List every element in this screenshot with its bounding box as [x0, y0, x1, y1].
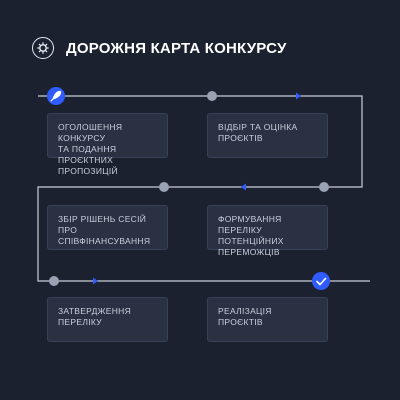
page-title: ДОРОЖНЯ КАРТА КОНКУРСУ: [66, 39, 287, 57]
step-label: ФОРМУВАННЯ ПЕРЕЛІКУ ПОТЕНЦІЙНИХ ПЕРЕМОЖЦ…: [218, 214, 284, 257]
step-label: ОГОЛОШЕННЯ КОНКУРСУ ТА ПОДАННЯ ПРОЄКТНИХ…: [58, 122, 123, 176]
step-label: ВІДБІР ТА ОЦІНКА ПРОЄКТІВ: [218, 122, 298, 143]
arrow-marker: [93, 277, 98, 285]
checkmark-icon: [312, 272, 330, 290]
rocket-icon: [47, 87, 65, 105]
step-label: РЕАЛІЗАЦІЯ ПРОЄКТІВ: [218, 306, 272, 327]
step-card-3: ЗБІР РІШЕНЬ СЕСІЙ ПРО СПІВФІНАНСУВАННЯ: [47, 205, 168, 250]
step-label: ЗАТВЕРДЖЕННЯ ПЕРЕЛІКУ: [58, 306, 132, 327]
step-card-6: РЕАЛІЗАЦІЯ ПРОЄКТІВ: [207, 297, 328, 342]
step-label: ЗБІР РІШЕНЬ СЕСІЙ ПРО СПІВФІНАНСУВАННЯ: [58, 214, 151, 246]
milestone-dot: [207, 91, 217, 101]
arrow-marker: [241, 183, 246, 191]
milestone-dot: [159, 182, 169, 192]
gear-icon: [32, 37, 54, 59]
milestone-dot: [49, 276, 59, 286]
step-card-4: ФОРМУВАННЯ ПЕРЕЛІКУ ПОТЕНЦІЙНИХ ПЕРЕМОЖЦ…: [207, 205, 328, 257]
milestone-dot: [319, 182, 329, 192]
arrow-marker: [296, 92, 301, 100]
step-card-5: ЗАТВЕРДЖЕННЯ ПЕРЕЛІКУ: [47, 297, 168, 342]
header: ДОРОЖНЯ КАРТА КОНКУРСУ: [32, 36, 287, 60]
step-card-2: ВІДБІР ТА ОЦІНКА ПРОЄКТІВ: [207, 113, 328, 158]
step-card-1: ОГОЛОШЕННЯ КОНКУРСУ ТА ПОДАННЯ ПРОЄКТНИХ…: [47, 113, 168, 176]
